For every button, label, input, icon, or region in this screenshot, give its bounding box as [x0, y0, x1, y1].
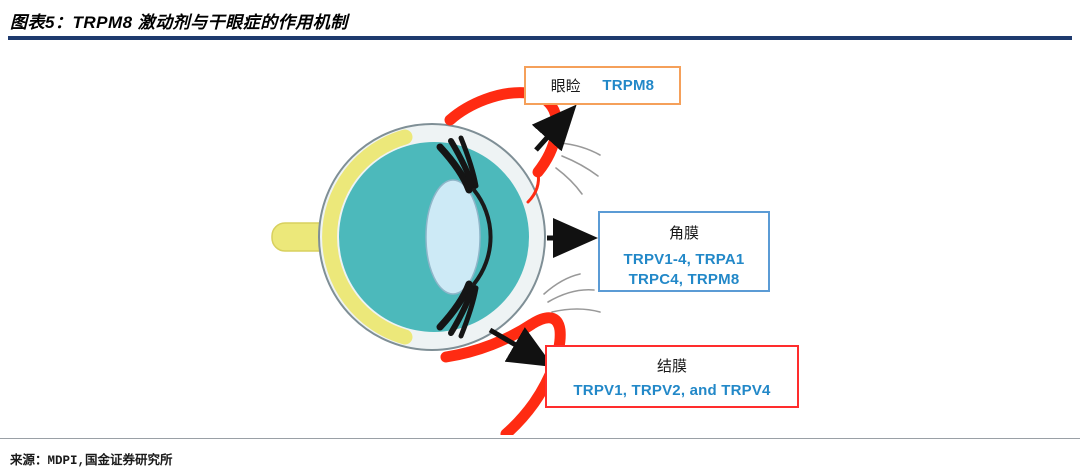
arrow-to-eyelid-box: [531, 104, 577, 152]
cornea-proteins-line1: TRPV1-4, TRPA1: [623, 251, 745, 268]
upper-eyelid-wisp: [526, 170, 540, 204]
title-underline: [8, 36, 1072, 40]
cornea-label: 角膜: [668, 225, 699, 242]
eye-illustration: [271, 87, 601, 435]
sclera-yellow-arc: [322, 129, 413, 345]
eye-mechanism-diagram: 眼睑 TRPM8 角膜 TRPV1-4, TRPA1 TRPC4, TRPM8 …: [0, 40, 1080, 435]
lower-eyelid: [440, 312, 566, 435]
lens-right-edge: [472, 188, 493, 286]
source-note: 来源：MDPI,国金证券研究所: [10, 454, 173, 468]
upper-eyelash-wisps: [555, 142, 601, 195]
eyelid-label: 眼睑: [550, 78, 581, 95]
cornea-proteins-line2: TRPC4, TRPM8: [628, 271, 740, 289]
footer-divider: [0, 438, 1080, 439]
iris-top: [436, 135, 479, 194]
conjunctiva-label: 结膜: [656, 358, 687, 375]
conjunctiva-proteins-line1: TRPV1, TRPV2, and TRPV4: [573, 382, 771, 399]
conjunctiva-box: 结膜 TRPV1, TRPV2, and TRPV4: [545, 345, 799, 408]
lower-eyelash-wisps: [543, 273, 601, 313]
eyelid-box: 眼睑 TRPM8: [524, 66, 681, 105]
eyelid-proteins: TRPM8: [602, 77, 655, 94]
figure-title: 图表5：TRPM8 激动剂与干眼症的作用机制: [10, 13, 348, 32]
cornea-box: 角膜 TRPV1-4, TRPA1 TRPC4, TRPM8: [598, 211, 770, 292]
arrow-to-conjunctiva-box: [488, 327, 554, 368]
lens: [425, 179, 481, 295]
iris-bottom: [436, 280, 479, 339]
